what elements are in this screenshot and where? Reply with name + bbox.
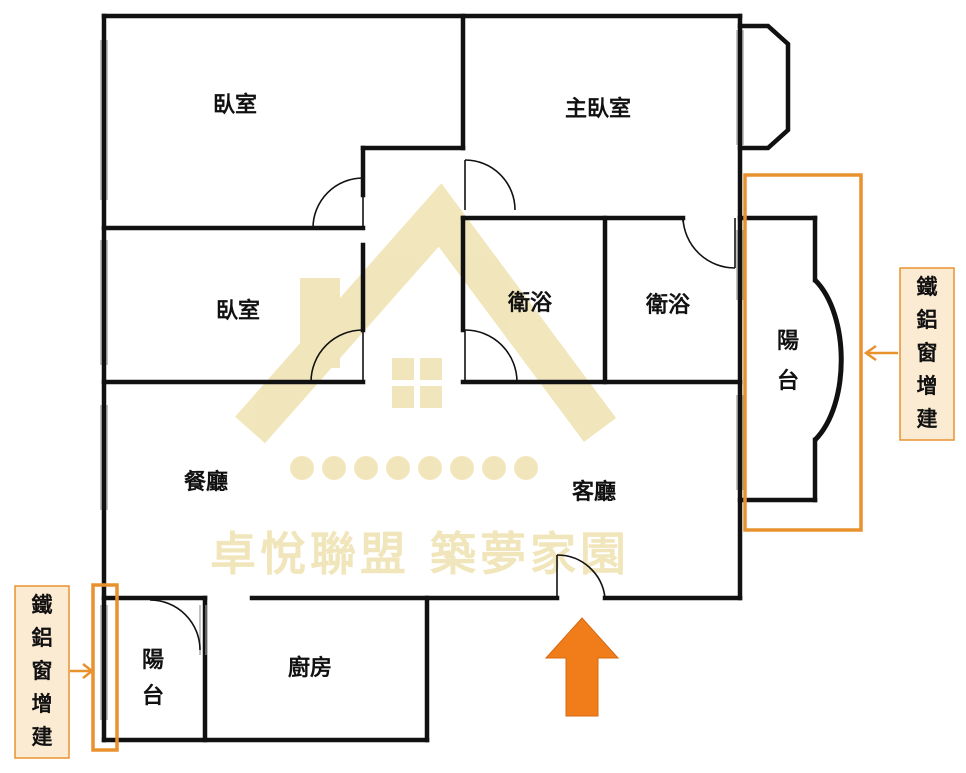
annotation-left-char-4: 增 [32,692,53,716]
annotation-left-char-2: 鋁 [32,626,53,650]
watermark-window [392,358,442,408]
watermark-chimney [300,278,340,368]
annotation-right-highlight-box [743,173,863,532]
room-label-balcony-right-1: 陽 [777,329,799,354]
room-label-bedroom-mid: 臥室 [216,298,260,324]
entrance-arrow-icon [544,617,620,717]
annotation-left-char-3: 窗 [32,659,53,683]
annotation-left-char-5: 建 [32,725,53,749]
doors [149,159,736,651]
room-label-balcony-small-1: 陽 [142,648,164,673]
balcony-curved-rail [813,278,844,442]
watermark-text: 卓悅聯盟 築夢家園 [210,527,630,581]
room-label-living: 客廳 [572,479,616,505]
walls [101,13,818,743]
room-label-dining: 餐廳 [184,469,228,495]
annotation-right-char-4: 增 [917,374,938,398]
room-label-bedroom-top: 臥室 [213,92,257,118]
room-label-bath-2: 衛浴 [645,292,691,318]
room-labels: 臥室 主臥室 臥室 衛浴 衛浴 餐廳 客廳 廚房 陽 台 陽 台 [142,92,799,709]
room-label-bath-1: 衛浴 [507,290,553,316]
annotation-right-char-2: 鋁 [917,308,938,332]
room-label-balcony-right-2: 台 [777,368,799,394]
annotation-left: 鐵 鋁 窗 增 建 [14,583,119,759]
annotation-right-char-5: 建 [917,407,938,431]
annotation-right-note-box [899,267,955,441]
watermark: 卓悅聯盟 築夢家園 [210,183,630,581]
annotation-left-note-box [14,585,70,759]
annotation-left-char-1: 鐵 [32,593,53,617]
annotation-left-highlight-box [91,583,119,752]
room-label-balcony-small-2: 台 [142,683,164,709]
annotation-right-char-3: 窗 [917,341,938,365]
annotation-right: 鐵 鋁 窗 增 建 [743,173,955,532]
annotation-right-char-1: 鐵 [917,275,938,299]
annotation-right-arrow-head [863,344,877,362]
annotation-left-arrow-head [82,663,95,679]
room-label-master-bedroom: 主臥室 [565,96,631,122]
watermark-dots [290,456,538,480]
room-label-kitchen: 廚房 [288,655,332,681]
